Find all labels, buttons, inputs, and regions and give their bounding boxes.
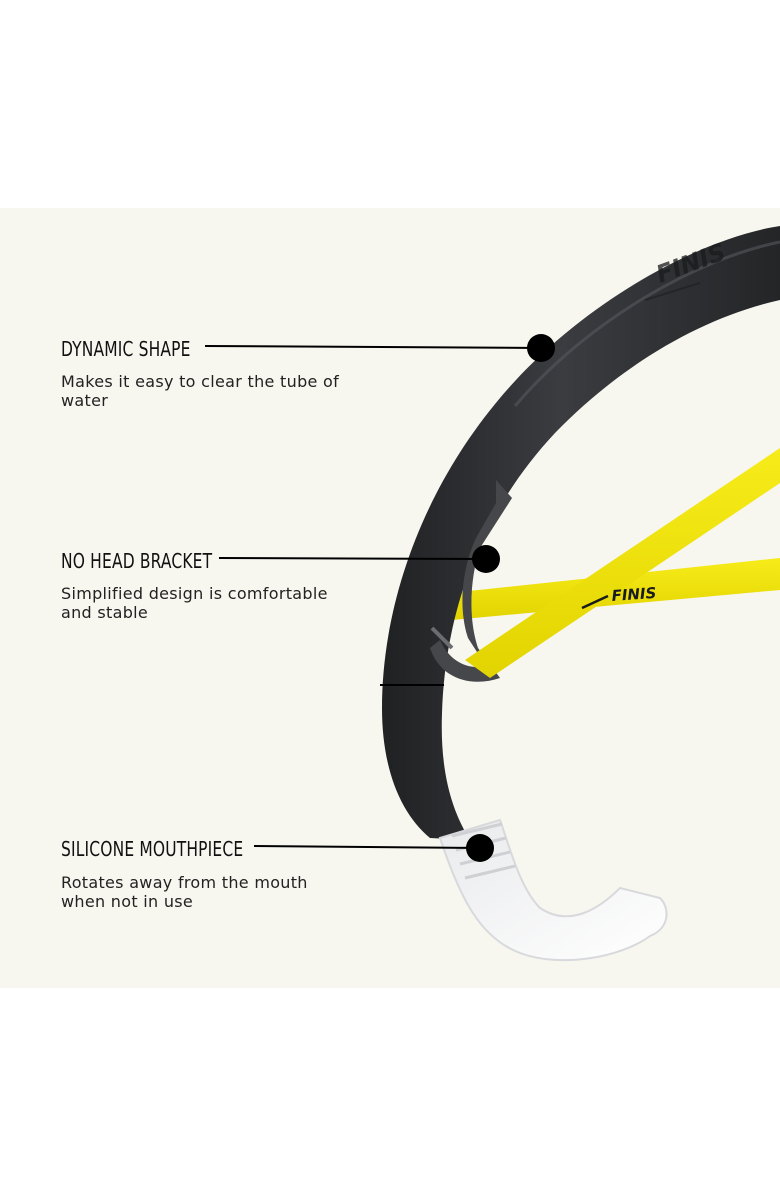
callout-title-no-head-bracket: NO HEAD BRACKET [61, 549, 213, 573]
front-strap [465, 448, 780, 678]
leader-line-dynamic-shape [204, 345, 542, 349]
marker-silicone-mouthpiece [466, 834, 494, 862]
product-feature-panel: FINIS FINIS DYNAMIC SHAPE Makes it easy … [0, 208, 780, 988]
snorkel-tube [382, 226, 780, 840]
head-bracket-clip [430, 480, 512, 682]
snorkel-illustration: FINIS FINIS [204, 226, 780, 962]
callout-desc-no-head-bracket: Simplified design is comfortable and sta… [61, 584, 328, 622]
marker-no-head-bracket [472, 545, 500, 573]
leader-line-silicone-mouthpiece [253, 845, 481, 849]
leader-line-no-head-bracket [218, 557, 487, 560]
callout-title-silicone-mouthpiece: SILICONE MOUTHPIECE [61, 837, 244, 861]
callout-title-dynamic-shape: DYNAMIC SHAPE [61, 337, 191, 361]
marker-dynamic-shape [527, 334, 555, 362]
callout-desc-silicone-mouthpiece: Rotates away from the mouth when not in … [61, 873, 308, 911]
strap-brand-text: FINIS [611, 584, 657, 605]
callout-desc-dynamic-shape: Makes it easy to clear the tube of water [61, 372, 340, 410]
